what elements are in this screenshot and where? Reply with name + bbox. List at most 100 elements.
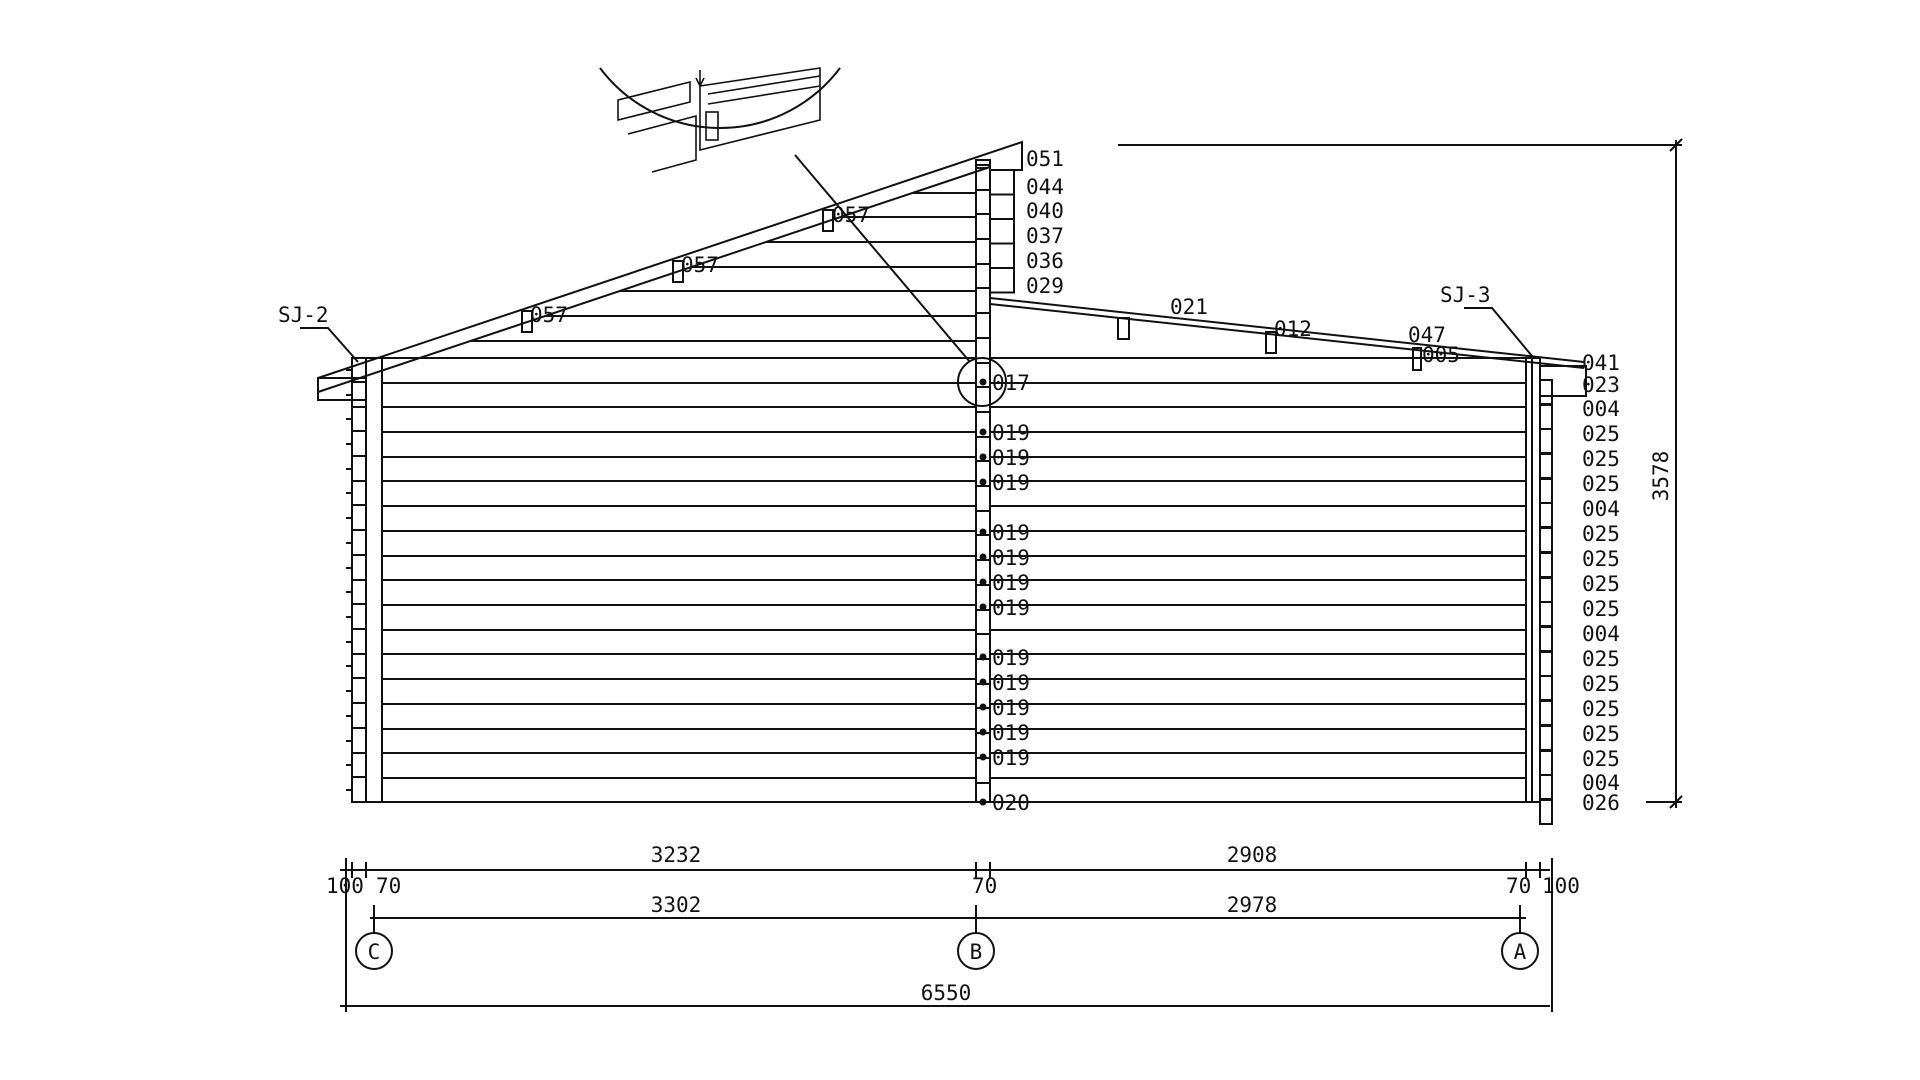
- dim2-span-left: 3302: [651, 893, 702, 917]
- dowel-dot: [979, 798, 987, 806]
- part-label: 025: [1582, 672, 1620, 696]
- part-label: 004: [1582, 622, 1620, 646]
- part-label: 029: [1026, 274, 1064, 298]
- part-label: 025: [1582, 747, 1620, 771]
- right-wall-end-board: [1539, 725, 1553, 751]
- part-label: 025: [1582, 697, 1620, 721]
- part-label: 036: [1026, 249, 1064, 273]
- dowel-dot: [979, 428, 987, 436]
- dowel-dot: [979, 753, 987, 761]
- part-label: 025: [1582, 522, 1620, 546]
- right-wall-end-board: [1539, 453, 1553, 479]
- part-label: 019: [992, 546, 1030, 570]
- dim-left-offset: 100: [326, 874, 364, 898]
- dim-left-post: 70: [376, 874, 401, 898]
- dowel-dot: [979, 378, 987, 386]
- part-label: 020: [992, 791, 1030, 815]
- part-label: 044: [1026, 175, 1064, 199]
- right-wall-end-board: [1539, 478, 1553, 504]
- right-roof-label-2: 012: [1274, 317, 1312, 341]
- left-roof-label-1: 057: [530, 303, 568, 327]
- part-label: 025: [1582, 572, 1620, 596]
- sj2-leader: [300, 327, 359, 363]
- sj2-label: SJ-2: [278, 303, 329, 327]
- part-label: 019: [992, 596, 1030, 620]
- dim2-span-right: 2978: [1227, 893, 1278, 917]
- detail-leader-line: [794, 154, 971, 363]
- right-wall-end-board: [1539, 379, 1553, 405]
- right-wall-part-labels: 0410230040250250250040250250250250040250…: [1582, 351, 1620, 815]
- gable-boards: [470, 167, 1553, 825]
- dowel-dot: [979, 453, 987, 461]
- left-roof-label-3: 057: [832, 203, 870, 227]
- dowel-dot: [979, 528, 987, 536]
- detail-callout-circle: [957, 357, 1007, 407]
- center-wall-part-labels: 0170190190190190190190190190190190190190…: [992, 371, 1030, 815]
- part-label: 025: [1582, 722, 1620, 746]
- right-roof-slope-inner: [989, 303, 1585, 369]
- post-notches: [346, 164, 990, 803]
- part-label: 004: [1582, 497, 1620, 521]
- right-wall-end-board: [1539, 404, 1553, 430]
- dimension-ticks: [345, 858, 1553, 1012]
- axis-label-b: B: [970, 940, 983, 964]
- dowel-dot: [979, 703, 987, 711]
- part-label: 023: [1582, 373, 1620, 397]
- right-roof-eave-board: [1539, 365, 1587, 397]
- left-roof-label-2: 057: [681, 253, 719, 277]
- part-label: 019: [992, 446, 1030, 470]
- axis-label-a: A: [1514, 940, 1527, 964]
- part-label: 019: [992, 671, 1030, 695]
- detail-log-joint: [617, 67, 821, 173]
- right-wall-end-board: [1539, 601, 1553, 627]
- part-label: 017: [992, 371, 1030, 395]
- wall-log-courses-left: [382, 357, 976, 779]
- height-dimension-label: 3578: [1649, 451, 1673, 502]
- right-wall-end-board: [1539, 428, 1553, 454]
- dowel-dot: [979, 553, 987, 561]
- part-label: 025: [1582, 597, 1620, 621]
- left-roof-slope: [317, 140, 1023, 379]
- part-label: 025: [1582, 422, 1620, 446]
- left-roof-purlin-1: [521, 310, 533, 333]
- right-wall-end-board: [1539, 577, 1553, 603]
- axis-label-c: C: [368, 940, 381, 964]
- right-roof-label-4: 005: [1422, 343, 1460, 367]
- dim-right-post: 70: [1506, 874, 1531, 898]
- dowel-dot: [979, 478, 987, 486]
- dowel-dot: [979, 653, 987, 661]
- dowel-dot: [979, 678, 987, 686]
- dim-center-post: 70: [972, 874, 997, 898]
- part-label: 019: [992, 571, 1030, 595]
- right-roof-purlin-3: [1412, 347, 1422, 371]
- part-label: 025: [1582, 647, 1620, 671]
- right-wall-end-board: [1539, 527, 1553, 553]
- part-label: 004: [1582, 397, 1620, 421]
- part-label: 025: [1582, 472, 1620, 496]
- total-length-label: 6550: [921, 981, 972, 1005]
- dim-span-left: 3232: [651, 843, 702, 867]
- left-roof-slope-inner: [317, 166, 991, 393]
- right-wall-end-board: [1539, 651, 1553, 677]
- right-wall-end-board: [1539, 774, 1553, 800]
- sj3-leader: [1464, 307, 1533, 357]
- gable-stack-board: [989, 218, 1015, 245]
- right-wall-end-board: [1539, 626, 1553, 652]
- right-wall-end-board: [1539, 750, 1553, 776]
- dim-right-offset: 100: [1542, 874, 1580, 898]
- part-label: 004: [1582, 771, 1620, 795]
- part-label: 019: [992, 721, 1030, 745]
- right-wall-end-board: [1539, 799, 1553, 825]
- gable-stack-board: [989, 267, 1015, 294]
- right-roof-slope: [989, 297, 1585, 363]
- center-post-dowels: [979, 378, 987, 806]
- right-roof-label-1: 021: [1170, 295, 1208, 319]
- right-roof-purlin-1: [1117, 317, 1130, 340]
- right-wall-end-board: [1539, 675, 1553, 701]
- part-label: 019: [992, 471, 1030, 495]
- part-label: 025: [1582, 547, 1620, 571]
- part-label: 026: [1582, 791, 1620, 815]
- part-label: 051: [1026, 147, 1064, 171]
